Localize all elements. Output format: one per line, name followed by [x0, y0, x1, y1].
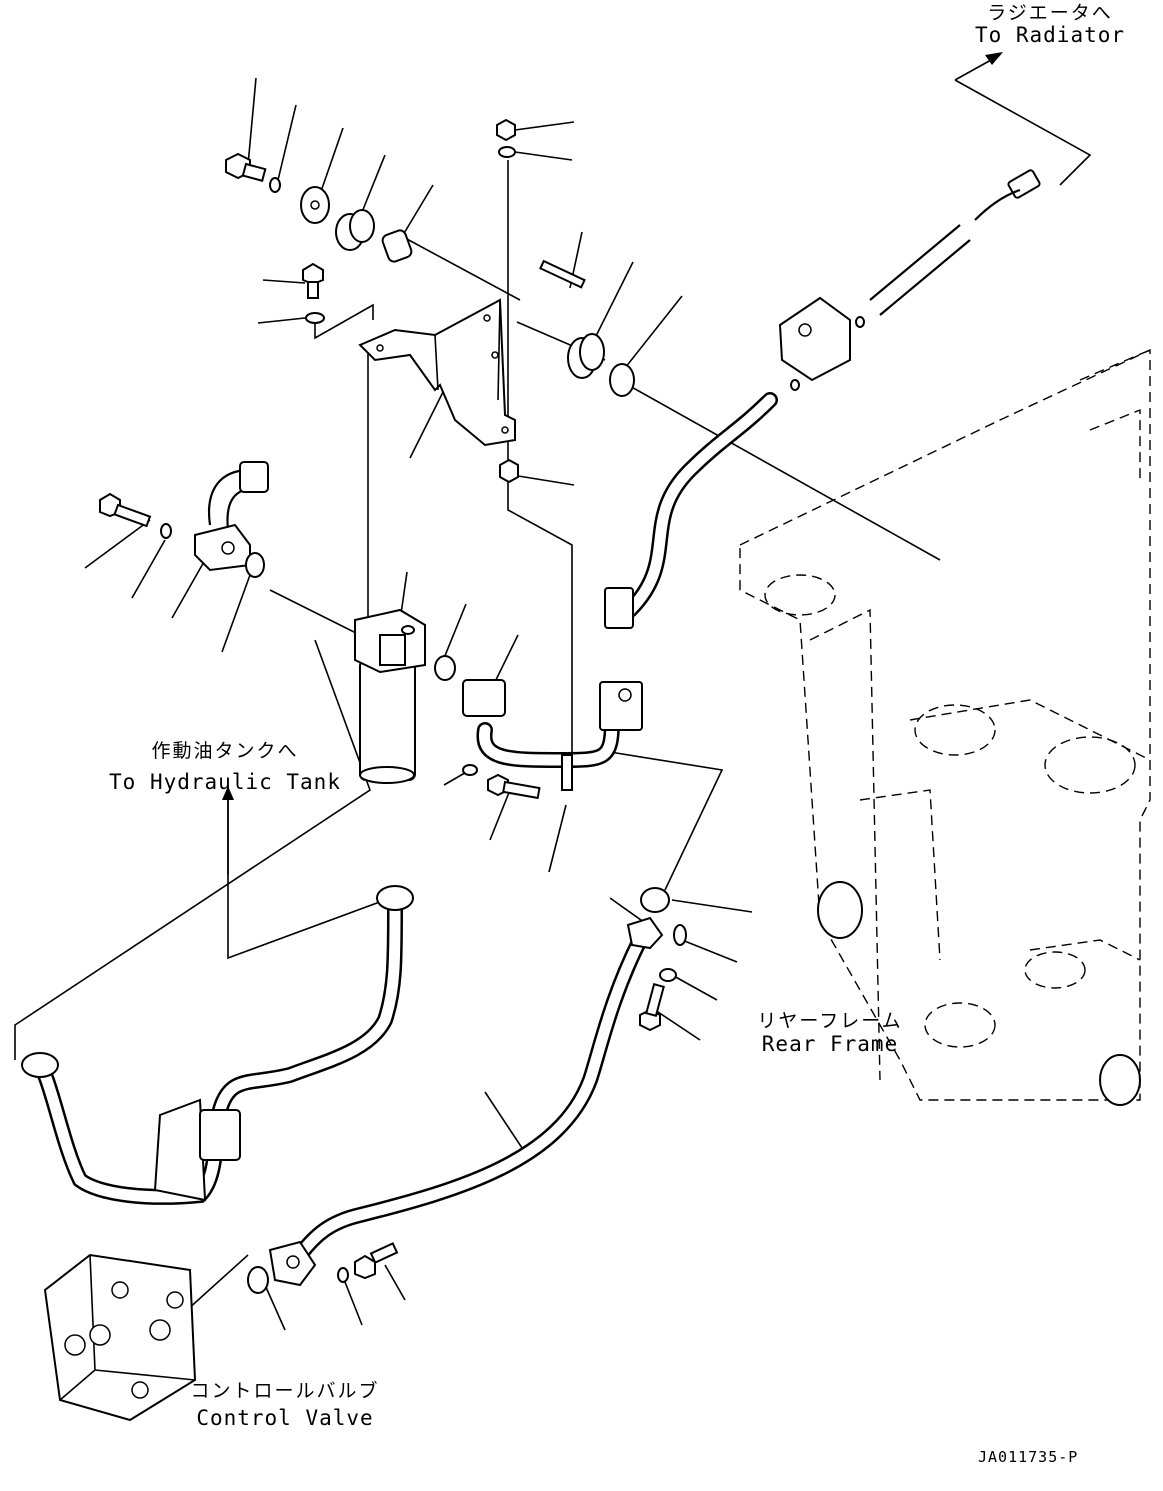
pin-1 — [539, 259, 586, 289]
washer-9 — [337, 1267, 349, 1283]
label-control-valve-jp: コントロールバルブ — [190, 1380, 380, 1402]
o-ring-3 — [640, 887, 670, 913]
radiator-hose — [604, 169, 1041, 629]
washer-1 — [269, 177, 281, 193]
elbow-flange-1 — [194, 461, 269, 572]
connector-block — [778, 296, 865, 391]
bolt-2 — [302, 262, 324, 299]
bolt-3 — [99, 492, 152, 528]
washer-6 — [160, 523, 172, 539]
filter-bracket — [358, 298, 516, 447]
rubber-mount-2 — [567, 333, 605, 379]
control-valve — [43, 1253, 197, 1422]
bolt-4 — [487, 773, 541, 800]
label-control-valve-en: Control Valve — [196, 1406, 374, 1430]
pipe-assembly — [462, 679, 643, 791]
label-hydraulic-tank-jp: 作動油タンクへ — [151, 740, 299, 762]
label-rear-frame-jp: リヤーフレーム — [757, 1010, 903, 1032]
oil-filter — [354, 608, 426, 784]
label-rear-frame-en: Rear Frame — [761, 1032, 899, 1056]
label-radiator-en: To Radiator — [974, 23, 1126, 47]
o-ring-4 — [247, 1266, 269, 1294]
drawing-code: JA011735-P — [978, 1448, 1079, 1466]
washer-7 — [462, 764, 478, 776]
washer-4 — [498, 146, 516, 158]
tank-hose — [21, 885, 414, 1205]
lower-hose — [268, 916, 664, 1287]
rubber-mount-1 — [335, 209, 375, 251]
nut-2 — [499, 458, 519, 484]
hydraulic-tank-arrow — [222, 786, 234, 875]
o-ring-1 — [245, 552, 265, 578]
radiator-arrow — [954, 52, 1092, 186]
washer-5 — [609, 363, 635, 397]
collar-1 — [381, 229, 413, 263]
label-radiator-jp: ラジエータへ — [987, 2, 1113, 24]
o-ring-2 — [434, 655, 456, 681]
washer-3 — [305, 312, 325, 324]
clip-1 — [673, 924, 687, 946]
bolt-1 — [225, 152, 267, 182]
nut-1 — [496, 118, 516, 142]
rear-frame — [739, 348, 1151, 1106]
washer-8 — [659, 968, 677, 982]
label-hydraulic-tank-en: To Hydraulic Tank — [109, 770, 341, 794]
bolt-6 — [354, 1242, 399, 1280]
bolt-5 — [639, 982, 665, 1032]
